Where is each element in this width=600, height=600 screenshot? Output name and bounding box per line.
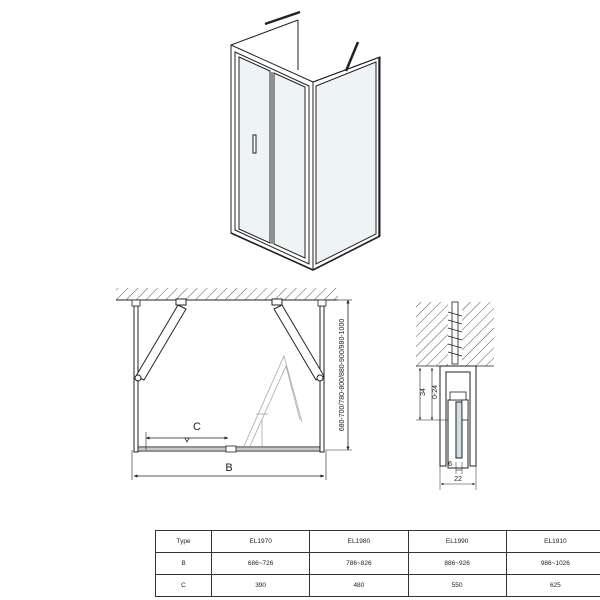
detail-wall-hatch [416, 302, 448, 366]
dimension-height-label: 680-700/780-800/880-900/980-1000 [339, 319, 346, 432]
dimension-c-label: C [193, 421, 201, 433]
spec-table: Type EL1970 EL1980 EL1990 EL1910 B 686~7… [155, 530, 600, 597]
profile-detail: 34 0-24 6 22 [416, 301, 494, 490]
profile-dim-6: 6 [448, 461, 452, 468]
dimension-b-label: B [225, 462, 232, 474]
profile-dim-34: 34 [420, 388, 427, 396]
door-swing-ghost [243, 354, 303, 447]
table-cell: 986~1026 [505, 552, 600, 575]
table-header-type: Type [155, 530, 212, 553]
table-cell: 686~726 [210, 552, 311, 575]
profile-dim-0-24: 0-24 [432, 385, 439, 399]
table-header-row: Type EL1970 EL1980 EL1990 EL1910 [155, 530, 600, 553]
table-header-model: EL1990 [407, 530, 507, 553]
stabilizer-bar-rear [264, 10, 301, 26]
table-row: B 686~726 786~826 886~926 986~1026 [155, 552, 600, 575]
table-row: C 390 480 550 625 [155, 574, 600, 597]
table-cell: 625 [505, 574, 600, 597]
table-cell: 390 [210, 574, 311, 597]
plan-view: C B 680-700/780-800/880-900/980-1000 [116, 288, 352, 480]
table-row-label: B [155, 552, 212, 575]
table-cell: 786~826 [309, 552, 409, 575]
table-cell: 886~926 [407, 552, 507, 575]
door-handle [252, 134, 257, 154]
table-header-model: EL1910 [505, 530, 600, 553]
anchor-screw [447, 301, 463, 365]
profile-dim-22: 22 [454, 476, 462, 483]
table-cell: 550 [407, 574, 507, 597]
isometric-view [230, 10, 381, 271]
table-row-label: C [155, 574, 212, 597]
table-header-model: EL1980 [309, 530, 409, 553]
table-cell: 480 [309, 574, 409, 597]
wall-profile-section [439, 365, 477, 467]
stabilizer-bar-side [344, 41, 360, 72]
door-leaf-right [273, 72, 306, 259]
table-header-model: EL1970 [210, 530, 311, 553]
wall-hatch [116, 288, 338, 300]
glass-panel-section [455, 401, 463, 459]
